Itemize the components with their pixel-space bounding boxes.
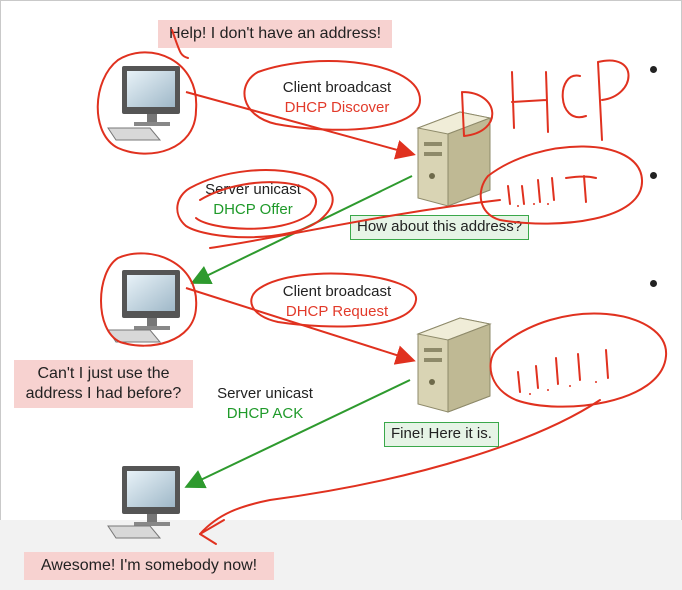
label-discover: Client broadcast DHCP Discover bbox=[262, 78, 412, 117]
client-computer-2-icon bbox=[107, 270, 180, 343]
arrow-discover bbox=[185, 91, 416, 160]
ink-circle-address-1 bbox=[479, 145, 644, 225]
bullet-3 bbox=[650, 280, 657, 287]
ink-handwriting-address-2 bbox=[517, 349, 609, 395]
label-offer-name: DHCP Offer bbox=[213, 200, 293, 218]
server-reply-offer: How about this address? bbox=[350, 215, 530, 240]
ink-circle-offer-2 bbox=[195, 181, 317, 230]
server-reply-ack: Fine! Here it is. bbox=[384, 422, 499, 447]
arrow-ack bbox=[184, 379, 411, 489]
dhcp-server-2-icon bbox=[416, 317, 492, 413]
ink-circle-address-2 bbox=[489, 312, 668, 408]
ink-circle-computer-2 bbox=[100, 252, 198, 347]
ink-handwriting-address-1 bbox=[507, 175, 597, 207]
dhcp-server-1-icon bbox=[416, 111, 492, 207]
client-computer-3-icon bbox=[107, 466, 180, 539]
bubble-awesome: Awesome! I'm somebody now! bbox=[24, 552, 274, 580]
ink-underline-bubble-help bbox=[171, 29, 189, 59]
ink-circle-offer bbox=[176, 169, 334, 239]
ink-line-offer-to-address bbox=[209, 199, 501, 249]
label-offer-type: Server unicast bbox=[205, 181, 301, 198]
label-offer: Server unicast DHCP Offer bbox=[188, 180, 318, 219]
ink-circle-computer-1 bbox=[96, 51, 198, 155]
label-request: Client broadcast DHCP Request bbox=[262, 282, 412, 321]
ink-line-ack-to-computer-3 bbox=[199, 399, 601, 535]
label-request-name: DHCP Request bbox=[285, 302, 389, 320]
ink-annotations bbox=[96, 29, 668, 545]
bullet-2 bbox=[650, 172, 657, 179]
label-request-type: Client broadcast bbox=[282, 283, 392, 300]
bubble-help: Help! I don't have an address! bbox=[158, 20, 392, 48]
label-discover-name: DHCP Discover bbox=[284, 98, 390, 116]
ink-circle-discover bbox=[243, 60, 422, 131]
label-ack-name: DHCP ACK bbox=[226, 404, 304, 422]
bubble-cant-i-use-old: Can't I just use the address I had befor… bbox=[14, 360, 193, 408]
ink-circle-request bbox=[250, 272, 418, 328]
label-discover-type: Client broadcast bbox=[282, 79, 392, 96]
bullet-1 bbox=[650, 66, 657, 73]
label-ack: Server unicast DHCP ACK bbox=[200, 384, 330, 423]
ink-handwriting-dhcp bbox=[461, 59, 630, 141]
client-computer-1-icon bbox=[107, 66, 180, 141]
ink-arrowhead-computer-3 bbox=[199, 519, 225, 545]
label-ack-type: Server unicast bbox=[217, 385, 313, 402]
